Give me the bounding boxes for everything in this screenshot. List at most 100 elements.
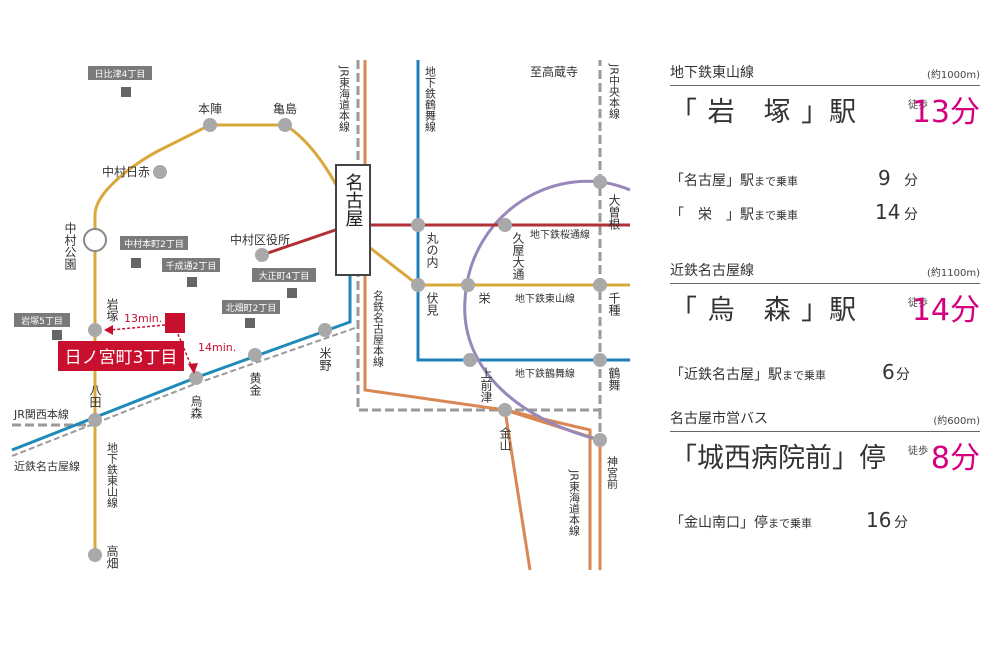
station-chikusa	[593, 278, 607, 292]
label-kozoji: 至高蔵寺	[530, 64, 578, 79]
label-nakamura-koen: 中村公園	[63, 221, 77, 270]
divider	[670, 283, 980, 284]
label-tsurumai-line: 地下鉄鶴舞線	[424, 66, 437, 132]
ride-info: 「金山南口」停まで乗車 16 分	[670, 508, 980, 540]
walk-time-karasumori: 14min.	[198, 341, 236, 354]
label-higashiyama-east: 地下鉄東山線	[515, 292, 575, 305]
walk-label: 徒歩	[908, 100, 928, 111]
station-karasumori	[189, 371, 203, 385]
nagoya-station-box	[335, 164, 371, 276]
label-jr-tokaido-south: JR東海道本線	[568, 469, 581, 536]
label-kanayama: 金山	[498, 426, 512, 451]
route-map: 名古屋 日比津4丁目 中村本町2丁目	[11, 60, 631, 571]
station-nakamura-nisseki	[153, 165, 167, 179]
label-jingumae: 神宮前	[606, 455, 619, 490]
label-kamimaezu: 上前津	[479, 367, 493, 403]
busstop-hibitsu4: 日比津4丁目	[95, 68, 146, 80]
ride-unit: 分	[904, 207, 918, 223]
access-section-1: 地下鉄東山線 (約1000m) 「 岩 塚 」駅 徒歩 13分 「名古屋」駅まで…	[670, 62, 980, 232]
line-name: 名古屋市営バス	[670, 411, 768, 427]
label-honjin: 本陣	[198, 102, 222, 116]
station-name: 「 岩 塚 」駅	[670, 97, 858, 128]
walk-minutes: 13分	[911, 95, 980, 130]
kintetsu-line	[11, 240, 356, 457]
label-kogane: 黄金	[248, 372, 262, 396]
site-marker-icon	[165, 313, 185, 333]
walk-minutes: 8分	[930, 441, 980, 476]
nagoya-station-label: 名古屋	[343, 173, 364, 227]
station-takabata	[88, 548, 102, 562]
label-jr-chuo: JR中央本線	[608, 63, 621, 119]
label-sakuradori: 地下鉄桜通線	[530, 228, 590, 241]
line-name: 近鉄名古屋線	[670, 263, 754, 279]
label-kamejima: 亀島	[273, 101, 297, 116]
station-kogane	[248, 348, 262, 362]
stations	[88, 118, 607, 562]
ride-unit: 分	[896, 367, 910, 383]
station-hisaya-odori	[498, 218, 512, 232]
station-fushimi	[411, 278, 425, 292]
station-komeno	[318, 323, 332, 337]
bus-stops	[52, 87, 297, 340]
station-jingumae	[593, 433, 607, 447]
site-label: 日ノ宮町3丁目	[65, 348, 178, 368]
distance: (約600m)	[933, 416, 980, 427]
divider	[670, 431, 980, 432]
distance: (約1000m)	[927, 70, 980, 81]
walk-routes	[109, 324, 193, 369]
meitetsu-line	[363, 60, 602, 571]
busstop-iwatsuka5: 岩塚5丁目	[21, 315, 63, 327]
ride-minutes: 16	[866, 508, 892, 532]
label-sakae: 栄	[477, 292, 491, 305]
station-kamimaezu	[463, 353, 477, 367]
label-chikusa: 千種	[607, 292, 621, 316]
station-iwatsuka	[88, 323, 102, 337]
ride-dest: 「 栄 」駅	[670, 207, 754, 223]
ride-suffix: まで乗車	[768, 517, 812, 530]
ride-info: 「近鉄名古屋」駅まで乗車 6 分	[670, 360, 980, 392]
walk-arrow-karasumori-icon	[188, 363, 198, 374]
ride-dest: 「金山南口」停	[670, 515, 768, 531]
label-marunouchi: 丸の内	[425, 232, 439, 268]
bus-stop-labels: 日比津4丁目 中村本町2丁目 千成通2丁目 大正町4丁目 北畑町2丁目 岩塚5丁…	[14, 66, 316, 327]
station-marunouchi	[411, 218, 425, 232]
station-kamejima	[278, 118, 292, 132]
station-ozone	[593, 175, 607, 189]
station-labels: 本陣 亀島 中村日赤 中村公園 中村区役所 岩塚 八田 烏森 黄金 米野 高畑 …	[63, 64, 621, 569]
busstop-taisho4: 大正町4丁目	[259, 270, 310, 282]
station-nakamura-koen	[83, 228, 107, 252]
ride-unit: 分	[904, 173, 918, 189]
station-hachida	[88, 413, 102, 427]
line-labels: JR東海道本線 地下鉄鶴舞線 JR中央本線 名鉄名古屋本線 地下鉄桜通線 地下鉄…	[13, 63, 621, 536]
ride-minutes: 14	[875, 200, 901, 224]
label-ozone: 大曽根	[607, 194, 621, 230]
label-karasumori: 烏森	[189, 395, 203, 419]
meijo-line	[463, 179, 631, 442]
walk-label: 徒歩	[908, 446, 928, 457]
ride-minutes: 9	[878, 166, 891, 190]
station-tsurumai	[593, 353, 607, 367]
site-label-box	[58, 341, 184, 371]
walk-label: 徒歩	[908, 298, 928, 309]
walk-arrow-iwatsuka-icon	[104, 325, 113, 335]
access-section-2: 近鉄名古屋線 (約1100m) 「 烏 森 」駅 徒歩 14分 「近鉄名古屋」駅…	[670, 260, 980, 392]
distance: (約1100m)	[927, 268, 980, 279]
label-hisaya-odori: 久屋大通	[511, 232, 525, 280]
label-nakamura-nisseki: 中村日赤	[102, 164, 150, 179]
ride-dest: 「名古屋」駅	[670, 173, 754, 189]
station-name: 「 烏 森 」駅	[670, 295, 858, 326]
line-name: 地下鉄東山線	[670, 65, 754, 81]
label-kintetsu: 近鉄名古屋線	[14, 459, 80, 473]
ride-info: 「 栄 」駅まで乗車 14 分	[670, 200, 980, 232]
label-tsurumai: 鶴舞	[607, 366, 621, 391]
ride-info: 「名古屋」駅まで乗車 9 分	[670, 166, 980, 198]
busstop-kitago2: 北畑町2丁目	[226, 302, 277, 314]
tsurumai-line	[416, 60, 630, 362]
ride-suffix: まで乗車	[754, 209, 798, 222]
label-hachida: 八田	[88, 384, 102, 408]
label-higashiyama-south: 地下鉄東山線	[106, 442, 119, 508]
ride-suffix: まで乗車	[782, 369, 826, 382]
station-name: 「城西病院前」停	[670, 443, 886, 474]
label-tsurumai-east: 地下鉄鶴舞線	[515, 367, 575, 380]
station-sakae	[461, 278, 475, 292]
